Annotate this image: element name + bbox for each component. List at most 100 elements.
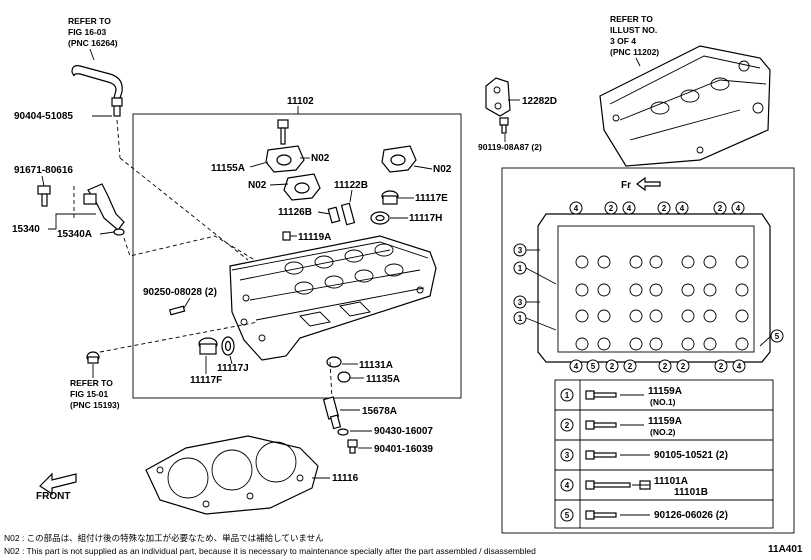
dowel-pin-part (168, 305, 186, 316)
label-n02: N02 (311, 153, 330, 164)
callout-number: 2 (662, 204, 667, 213)
callout-number: 4 (574, 204, 579, 213)
ref-line: (PNC 15193) (70, 400, 120, 410)
callout-2: 2 (713, 201, 727, 215)
callout-number: 5 (775, 332, 780, 341)
hose-part (71, 65, 123, 117)
label-11117f: 11117F (190, 375, 222, 386)
callout-4: 4 (731, 201, 745, 215)
bolt-hole (681, 255, 695, 269)
bolt-hole (629, 283, 643, 297)
label-90119-08a87: 90119-08A87 (2) (478, 142, 542, 152)
callout-4: 4 (569, 359, 583, 373)
label-front: FRONT (36, 491, 70, 502)
label-11119a: 11119A (298, 232, 331, 243)
bracket-part (485, 77, 511, 117)
ref-line: (PNC 16264) (68, 38, 118, 48)
vvt-sensor-part (83, 183, 125, 236)
legend-part-number: 90105-10521 (2) (654, 450, 728, 461)
bolt-hole (703, 255, 717, 269)
gasket-part (221, 336, 235, 356)
callout-2: 2 (676, 359, 690, 373)
bolt-hole (681, 337, 695, 351)
legend-part-number: 90126-06026 (2) (654, 510, 728, 521)
callout-3: 3 (513, 295, 527, 309)
bolt-hole (597, 309, 611, 323)
callout-3: 3 (560, 448, 574, 462)
callout-number: 2 (628, 362, 633, 371)
ref-illust-3-of-4: REFER TO ILLUST NO. 3 OF 4 (PNC 11202) (610, 14, 659, 67)
callout-number: 4 (737, 362, 742, 371)
ref-line: 3 OF 4 (610, 36, 636, 46)
label-11117h: 11117H (409, 213, 442, 224)
label-15340: 15340 (12, 224, 40, 235)
ref-line: FIG 15-01 (70, 389, 109, 399)
callout-number: 2 (681, 362, 686, 371)
callout-number: 3 (518, 246, 523, 255)
label-11117j: 11117J (217, 363, 249, 374)
ref-line: REFER TO (68, 16, 111, 26)
legend-rows: 1 11159A(NO.1) 2 11159A(NO.2) 3 90105-10521 (… (560, 386, 728, 522)
legend-part-number: 11159A (648, 416, 682, 427)
callout-2: 2 (657, 201, 671, 215)
bolt-hole (597, 337, 611, 351)
bolt-hole (575, 337, 589, 351)
washer-part (337, 428, 349, 436)
callout-4: 4 (732, 359, 746, 373)
label-90250-08028: 90250-08028 (2) (143, 287, 217, 298)
label-15340a: 15340A (57, 229, 92, 240)
front-arrow-icon (39, 472, 77, 496)
bolt-hole (629, 255, 643, 269)
callout-2: 2 (623, 359, 637, 373)
ref-line: (PNC 11202) (610, 47, 659, 57)
legend-row: 11159A(NO.1) (585, 386, 682, 407)
bolt-hole (735, 337, 749, 351)
bolt-part (277, 119, 289, 145)
label-11116: 11116 (332, 473, 359, 484)
bolt-hole (735, 283, 749, 297)
legend-table (554, 379, 774, 529)
legend-part-number: 11101A (654, 476, 688, 487)
footer-note-jp: N02 : この部品は、組付け後の特殊な加工が必要なため、単品では補給していませ… (4, 533, 324, 543)
legend-row: 11159A(NO.2) (585, 416, 682, 437)
callout-number: 3 (565, 451, 570, 460)
callout-2: 2 (658, 359, 672, 373)
callout-1: 1 (513, 261, 527, 275)
legend-part-number: 11159A (648, 386, 682, 397)
bolt-part (499, 117, 509, 134)
label-12282d: 12282D (522, 96, 557, 107)
dowel-part (327, 202, 356, 226)
cylinder-head-cover-part (599, 45, 771, 167)
label-11126b: 11126B (278, 207, 312, 218)
label-91671-80616: 91671-80616 (14, 165, 73, 176)
callout-number: 2 (609, 204, 614, 213)
cam-cap-part (265, 145, 305, 173)
callout-2: 2 (560, 418, 574, 432)
callout-number: 4 (680, 204, 685, 213)
bolt-hole (629, 309, 643, 323)
bolt-part (37, 185, 51, 207)
callout-5: 5 (586, 359, 600, 373)
callout-1: 1 (560, 388, 574, 402)
callout-2: 2 (714, 359, 728, 373)
callout-2: 2 (605, 359, 619, 373)
callout-4: 4 (560, 478, 574, 492)
plug-part (86, 351, 100, 364)
head-gasket-part (145, 435, 319, 515)
label-fr: Fr (621, 180, 631, 191)
bolt-hole (597, 255, 611, 269)
callout-number: 5 (591, 362, 596, 371)
callout-number: 3 (518, 298, 523, 307)
bolt-hole (681, 283, 695, 297)
callout-number: 2 (719, 362, 724, 371)
head-top-view (537, 213, 771, 363)
label-15678a: 15678A (362, 406, 397, 417)
label-11102: 11102 (287, 96, 314, 107)
bolt-hole (629, 337, 643, 351)
plug-part (198, 337, 218, 355)
label-90404-51085: 90404-51085 (14, 111, 73, 122)
bolt-hole (703, 309, 717, 323)
oil-control-valve-part (322, 396, 342, 430)
bolt-part (347, 439, 358, 454)
